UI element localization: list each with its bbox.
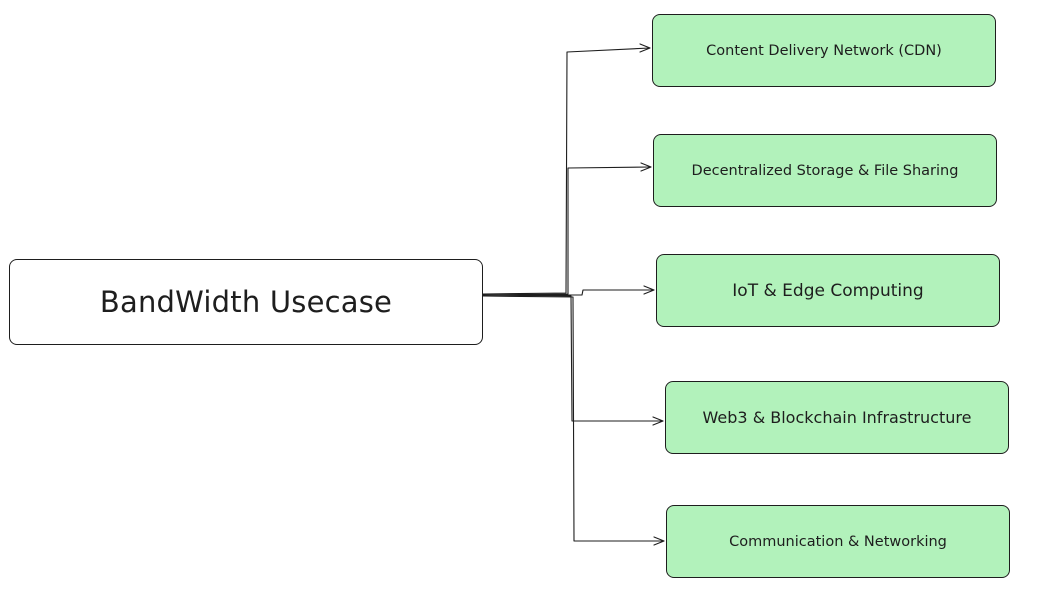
leaf-node-web3-blockchain[interactable]: Web3 & Blockchain Infrastructure <box>665 381 1009 454</box>
connector-root-to-storage <box>482 166 652 296</box>
arrowhead-cdn <box>639 43 651 53</box>
arrowhead-storage <box>640 162 652 172</box>
connector-root-to-cdn <box>482 47 651 295</box>
root-node-label: BandWidth Usecase <box>99 285 393 319</box>
leaf-node-iot-edge[interactable]: IoT & Edge Computing <box>656 254 1000 327</box>
leaf-node-decentralized-storage[interactable]: Decentralized Storage & File Sharing <box>653 134 997 207</box>
arrowhead-web3 <box>652 416 664 426</box>
leaf-node-label: Content Delivery Network (CDN) <box>706 42 942 59</box>
arrowhead-communication <box>653 536 665 546</box>
leaf-node-label: IoT & Edge Computing <box>732 280 924 301</box>
arrowhead-iot <box>643 285 655 295</box>
leaf-node-label: Communication & Networking <box>729 533 947 550</box>
root-node[interactable]: BandWidth Usecase <box>9 259 483 345</box>
leaf-node-cdn[interactable]: Content Delivery Network (CDN) <box>652 14 996 87</box>
connector-root-to-iot <box>482 289 655 296</box>
leaf-node-label: Web3 & Blockchain Infrastructure <box>702 408 972 427</box>
leaf-node-label: Decentralized Storage & File Sharing <box>691 162 959 179</box>
connector-root-to-communication <box>482 295 665 542</box>
connector-root-to-web3 <box>482 294 664 422</box>
leaf-node-communication[interactable]: Communication & Networking <box>666 505 1010 578</box>
